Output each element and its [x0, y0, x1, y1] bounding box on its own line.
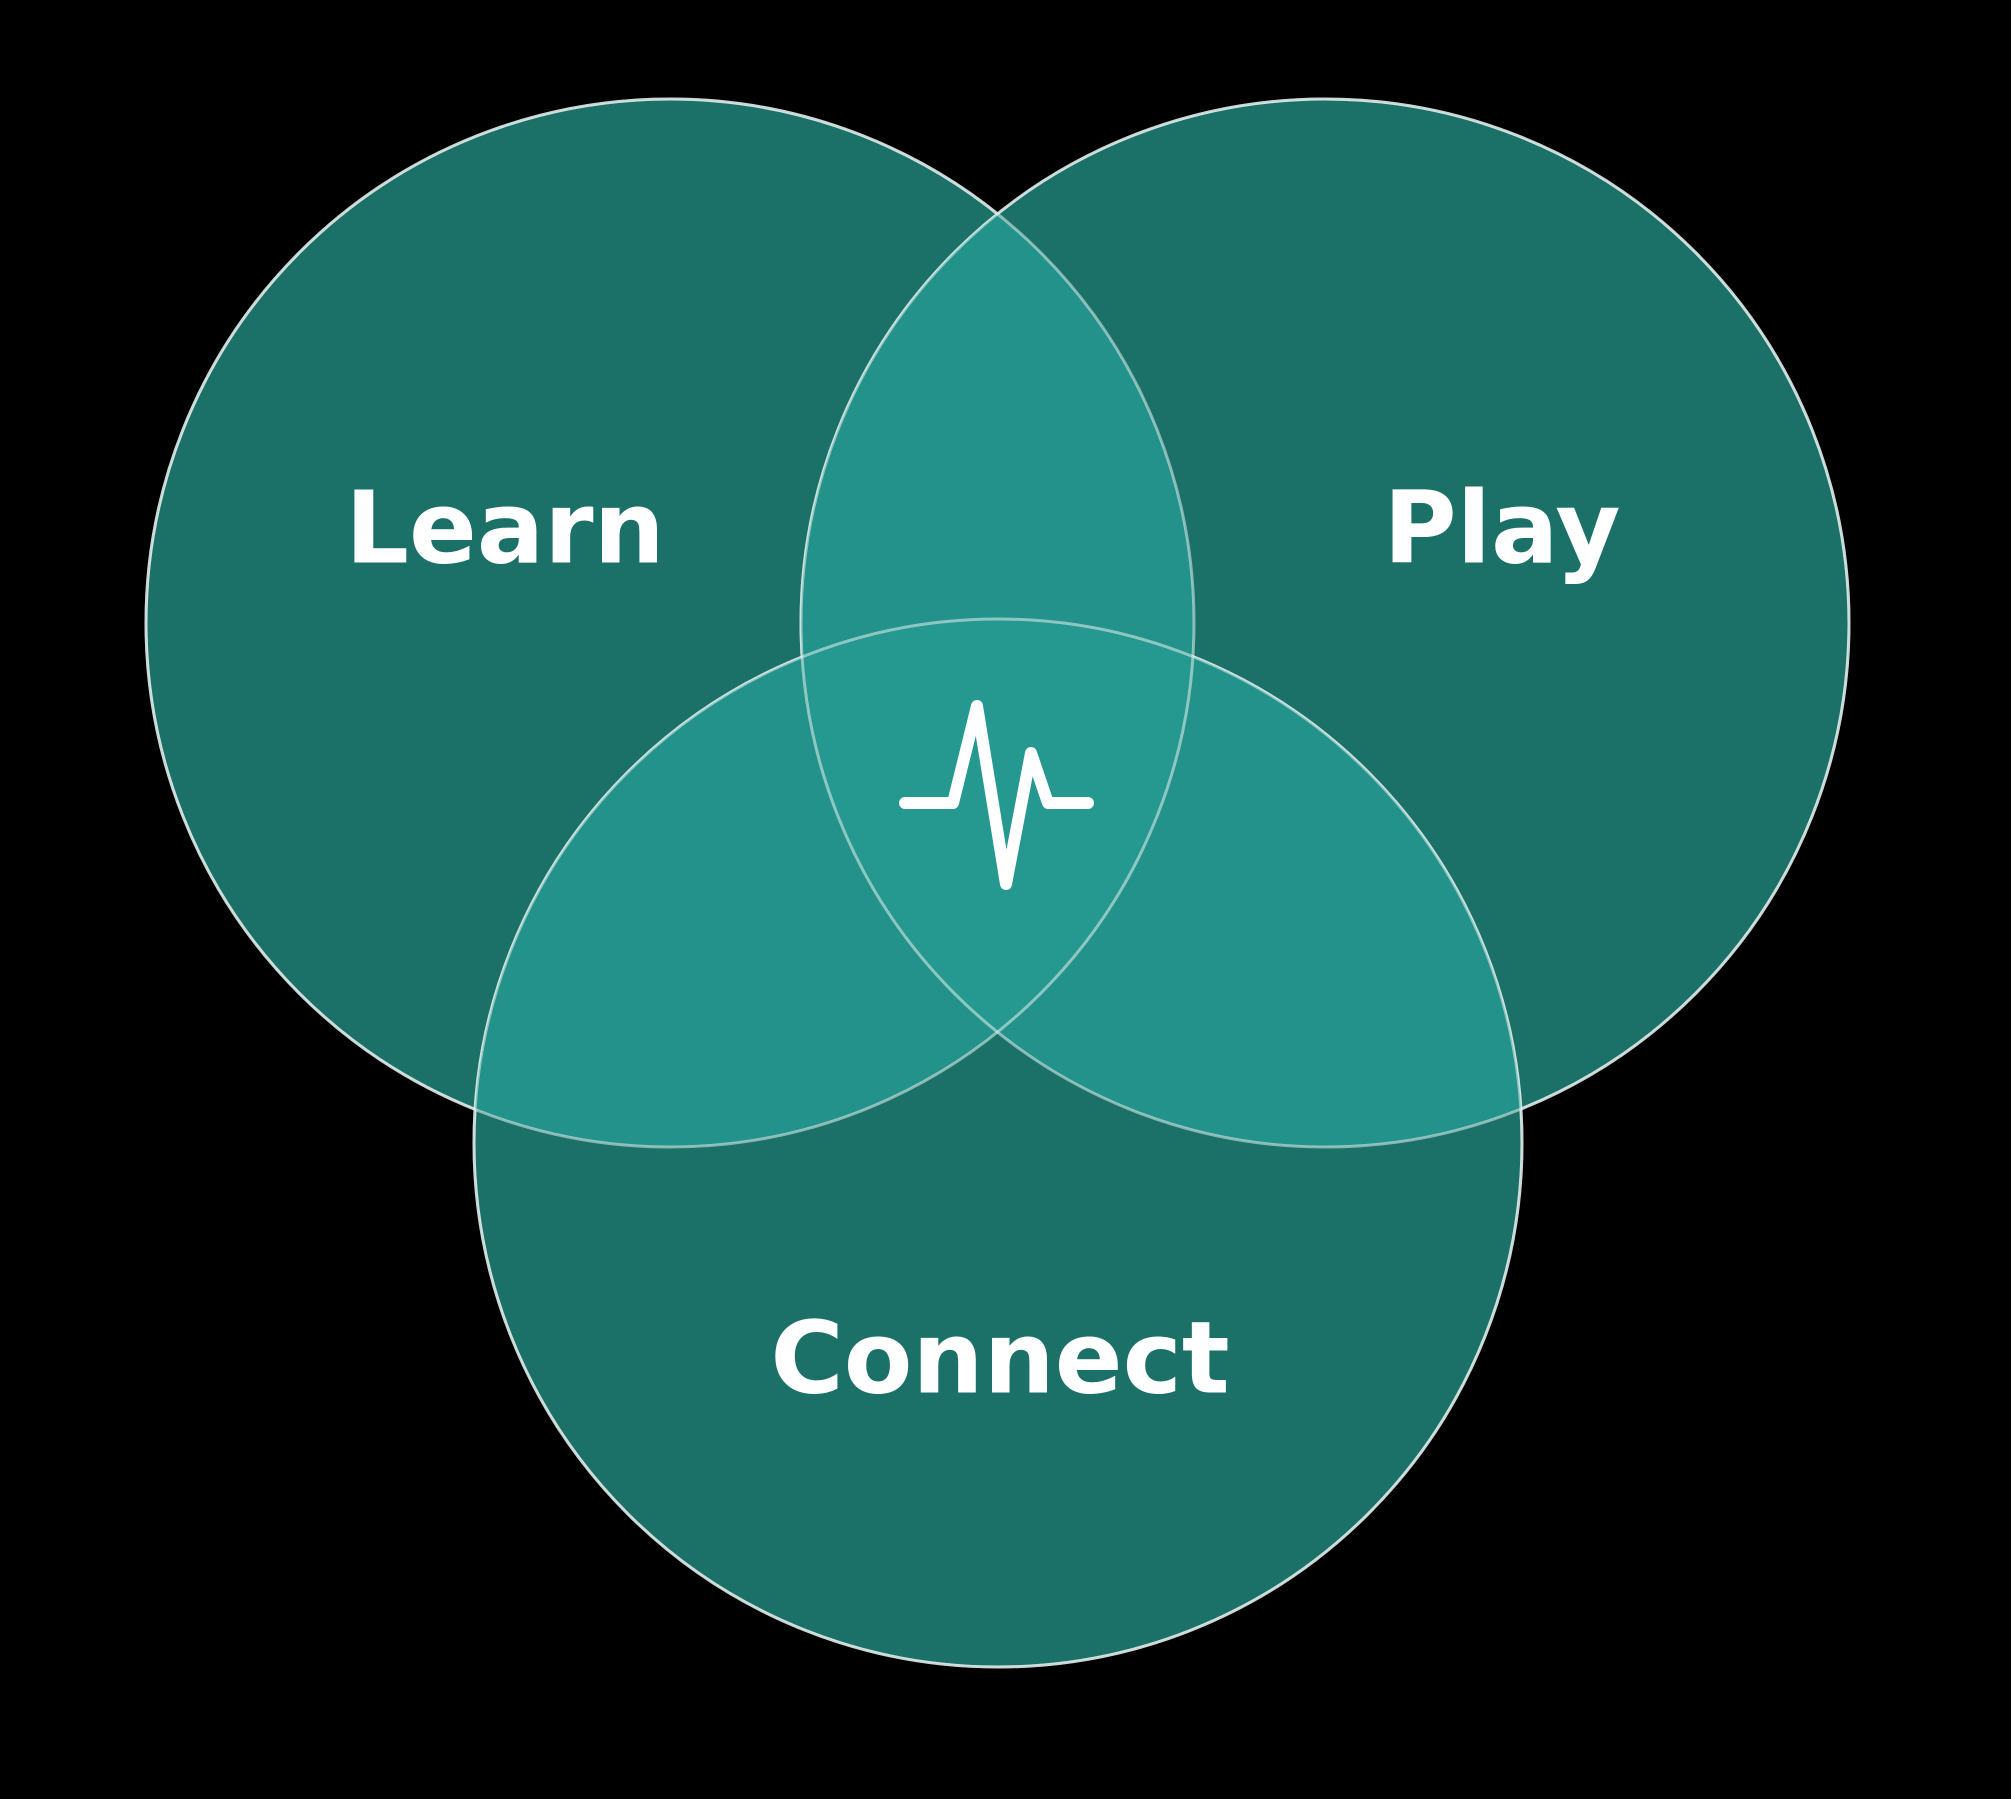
learn-label: Learn — [345, 469, 665, 586]
play-circle-outline — [799, 97, 1851, 1149]
heartbeat-pulse-icon — [899, 700, 1094, 890]
connect-circle-outline — [472, 617, 1524, 1669]
learn-circle-outline — [144, 97, 1196, 1149]
play-label: Play — [1383, 469, 1620, 586]
connect-label: Connect — [770, 1299, 1229, 1416]
